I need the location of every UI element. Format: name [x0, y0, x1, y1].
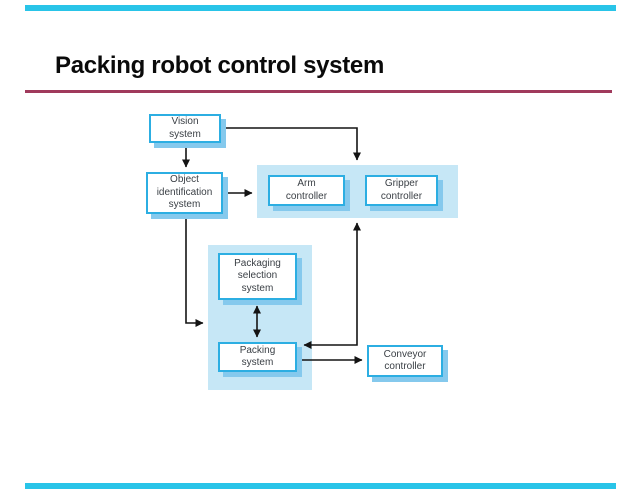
- box-label-line: system: [241, 282, 274, 294]
- box-label-line: Arm: [297, 178, 316, 189]
- packaging-selection-system-box: Packaging selection system: [218, 253, 297, 300]
- vision-system-box: Vision system: [149, 114, 221, 143]
- bottom-accent-bar: [25, 483, 616, 489]
- arm-controller-box: Arm controller: [268, 175, 345, 206]
- arrow-object-to-packaging-region: [185, 216, 204, 327]
- box-label-line: system: [241, 357, 274, 368]
- packing-system-box: Packing system: [218, 342, 297, 372]
- box-label-line: Conveyor: [383, 348, 427, 360]
- page-title: Packing robot control system: [55, 52, 385, 79]
- box-label-line: controller: [384, 361, 426, 372]
- box-label-line: Packing: [239, 344, 276, 356]
- box-label-line: Object: [170, 174, 199, 186]
- gripper-controller-box: Gripper controller: [365, 175, 438, 206]
- top-accent-bar: [25, 5, 616, 11]
- box-label-line: identification: [156, 186, 213, 198]
- arrow-vision-to-arm-gripper-region: [224, 127, 361, 161]
- box-label-line: Vision: [171, 116, 199, 127]
- box-label-line: controller: [380, 190, 423, 202]
- object-identification-system-box: Object identification system: [146, 172, 223, 214]
- title-underline: [25, 90, 612, 93]
- conveyor-controller-box: Conveyor controller: [367, 345, 443, 377]
- box-label-line: system: [168, 199, 201, 211]
- box-label-line: controller: [285, 190, 328, 202]
- box-label-line: Packaging: [234, 257, 281, 269]
- box-label-line: selection: [237, 270, 278, 282]
- box-label-line: Gripper: [384, 178, 419, 189]
- box-label-line: system: [169, 128, 201, 140]
